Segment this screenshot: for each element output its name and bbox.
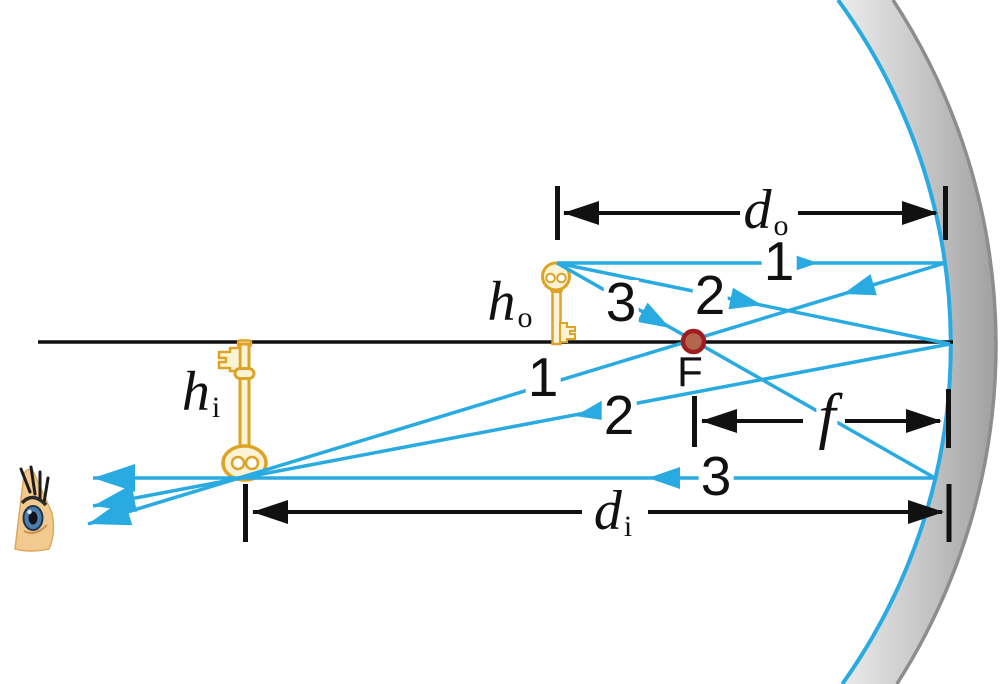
ray3-reflected-arrowhead bbox=[648, 467, 680, 489]
object-distance-label: do bbox=[744, 182, 789, 241]
ray2-label-incident: 2 bbox=[692, 264, 728, 326]
focal-point-dot bbox=[680, 328, 707, 355]
object-key-bow bbox=[541, 261, 571, 292]
image-key-collar bbox=[233, 367, 256, 380]
object-distance-symbol: d bbox=[743, 179, 772, 242]
focal-length-symbol: f bbox=[818, 382, 836, 451]
di-left-arrowhead bbox=[252, 500, 288, 524]
object-height-symbol: h bbox=[487, 271, 516, 334]
object-key-icon bbox=[541, 261, 576, 346]
eye-highlight bbox=[27, 509, 32, 515]
light-rays bbox=[87, 252, 951, 526]
ray1-eye-arrowhead bbox=[88, 498, 133, 526]
object-height-subscript: o bbox=[517, 301, 533, 335]
image-distance-dimension bbox=[243, 484, 952, 542]
f-right-arrowhead bbox=[906, 409, 942, 433]
eye-upper-lid bbox=[20, 495, 48, 507]
image-distance-subscript: i bbox=[623, 510, 633, 544]
ray1-label-reflected: 1 bbox=[525, 346, 561, 408]
object-key-bow-hole-left bbox=[545, 272, 556, 284]
ray3-incident-arrowhead bbox=[636, 302, 670, 328]
mirror-body bbox=[838, 0, 997, 684]
object-distance-dimension bbox=[555, 186, 948, 240]
image-distance-symbol: d bbox=[593, 480, 622, 543]
focal-point-label: F bbox=[677, 348, 703, 396]
eye-pupil bbox=[28, 511, 38, 525]
do-left-arrowhead bbox=[563, 201, 599, 225]
eye-lashes bbox=[19, 465, 50, 505]
focal-length-label: f bbox=[816, 386, 838, 448]
ray3-label-reflected: 3 bbox=[698, 445, 734, 507]
ray1-label-incident: 1 bbox=[761, 230, 797, 292]
object-height-label: ho bbox=[488, 274, 533, 333]
image-height-label: hi bbox=[182, 364, 220, 423]
eye-icon bbox=[14, 465, 55, 552]
f-left-arrowhead bbox=[701, 409, 737, 433]
image-distance-label: di bbox=[594, 483, 632, 542]
object-key-bow-hole-right bbox=[556, 272, 567, 284]
object-distance-subscript: o bbox=[773, 209, 789, 243]
image-key-shaft bbox=[238, 342, 251, 453]
ray3-label-incident: 3 bbox=[603, 271, 639, 333]
image-key-bow-hole-left bbox=[230, 455, 246, 471]
ray2-reflected-arrowhead bbox=[575, 399, 609, 421]
image-height-subscript: i bbox=[211, 391, 221, 425]
ray2-label-reflected: 2 bbox=[601, 384, 637, 446]
ray3-eye-arrowhead bbox=[93, 464, 135, 492]
image-key-bit bbox=[217, 346, 242, 373]
image-height-symbol: h bbox=[181, 361, 210, 424]
mirror-back-edge bbox=[891, 0, 998, 684]
di-right-arrowhead bbox=[908, 500, 944, 524]
eye-lower-lid bbox=[23, 524, 48, 534]
ray1-reflected-arrowhead bbox=[843, 274, 877, 296]
object-key-bit bbox=[559, 322, 576, 343]
do-right-arrowhead bbox=[902, 201, 938, 225]
image-key-icon bbox=[217, 339, 268, 482]
image-key-bow-hole-right bbox=[244, 455, 260, 471]
focal-length-dimension bbox=[692, 389, 951, 448]
ray2-incident-arrowhead bbox=[728, 287, 762, 310]
